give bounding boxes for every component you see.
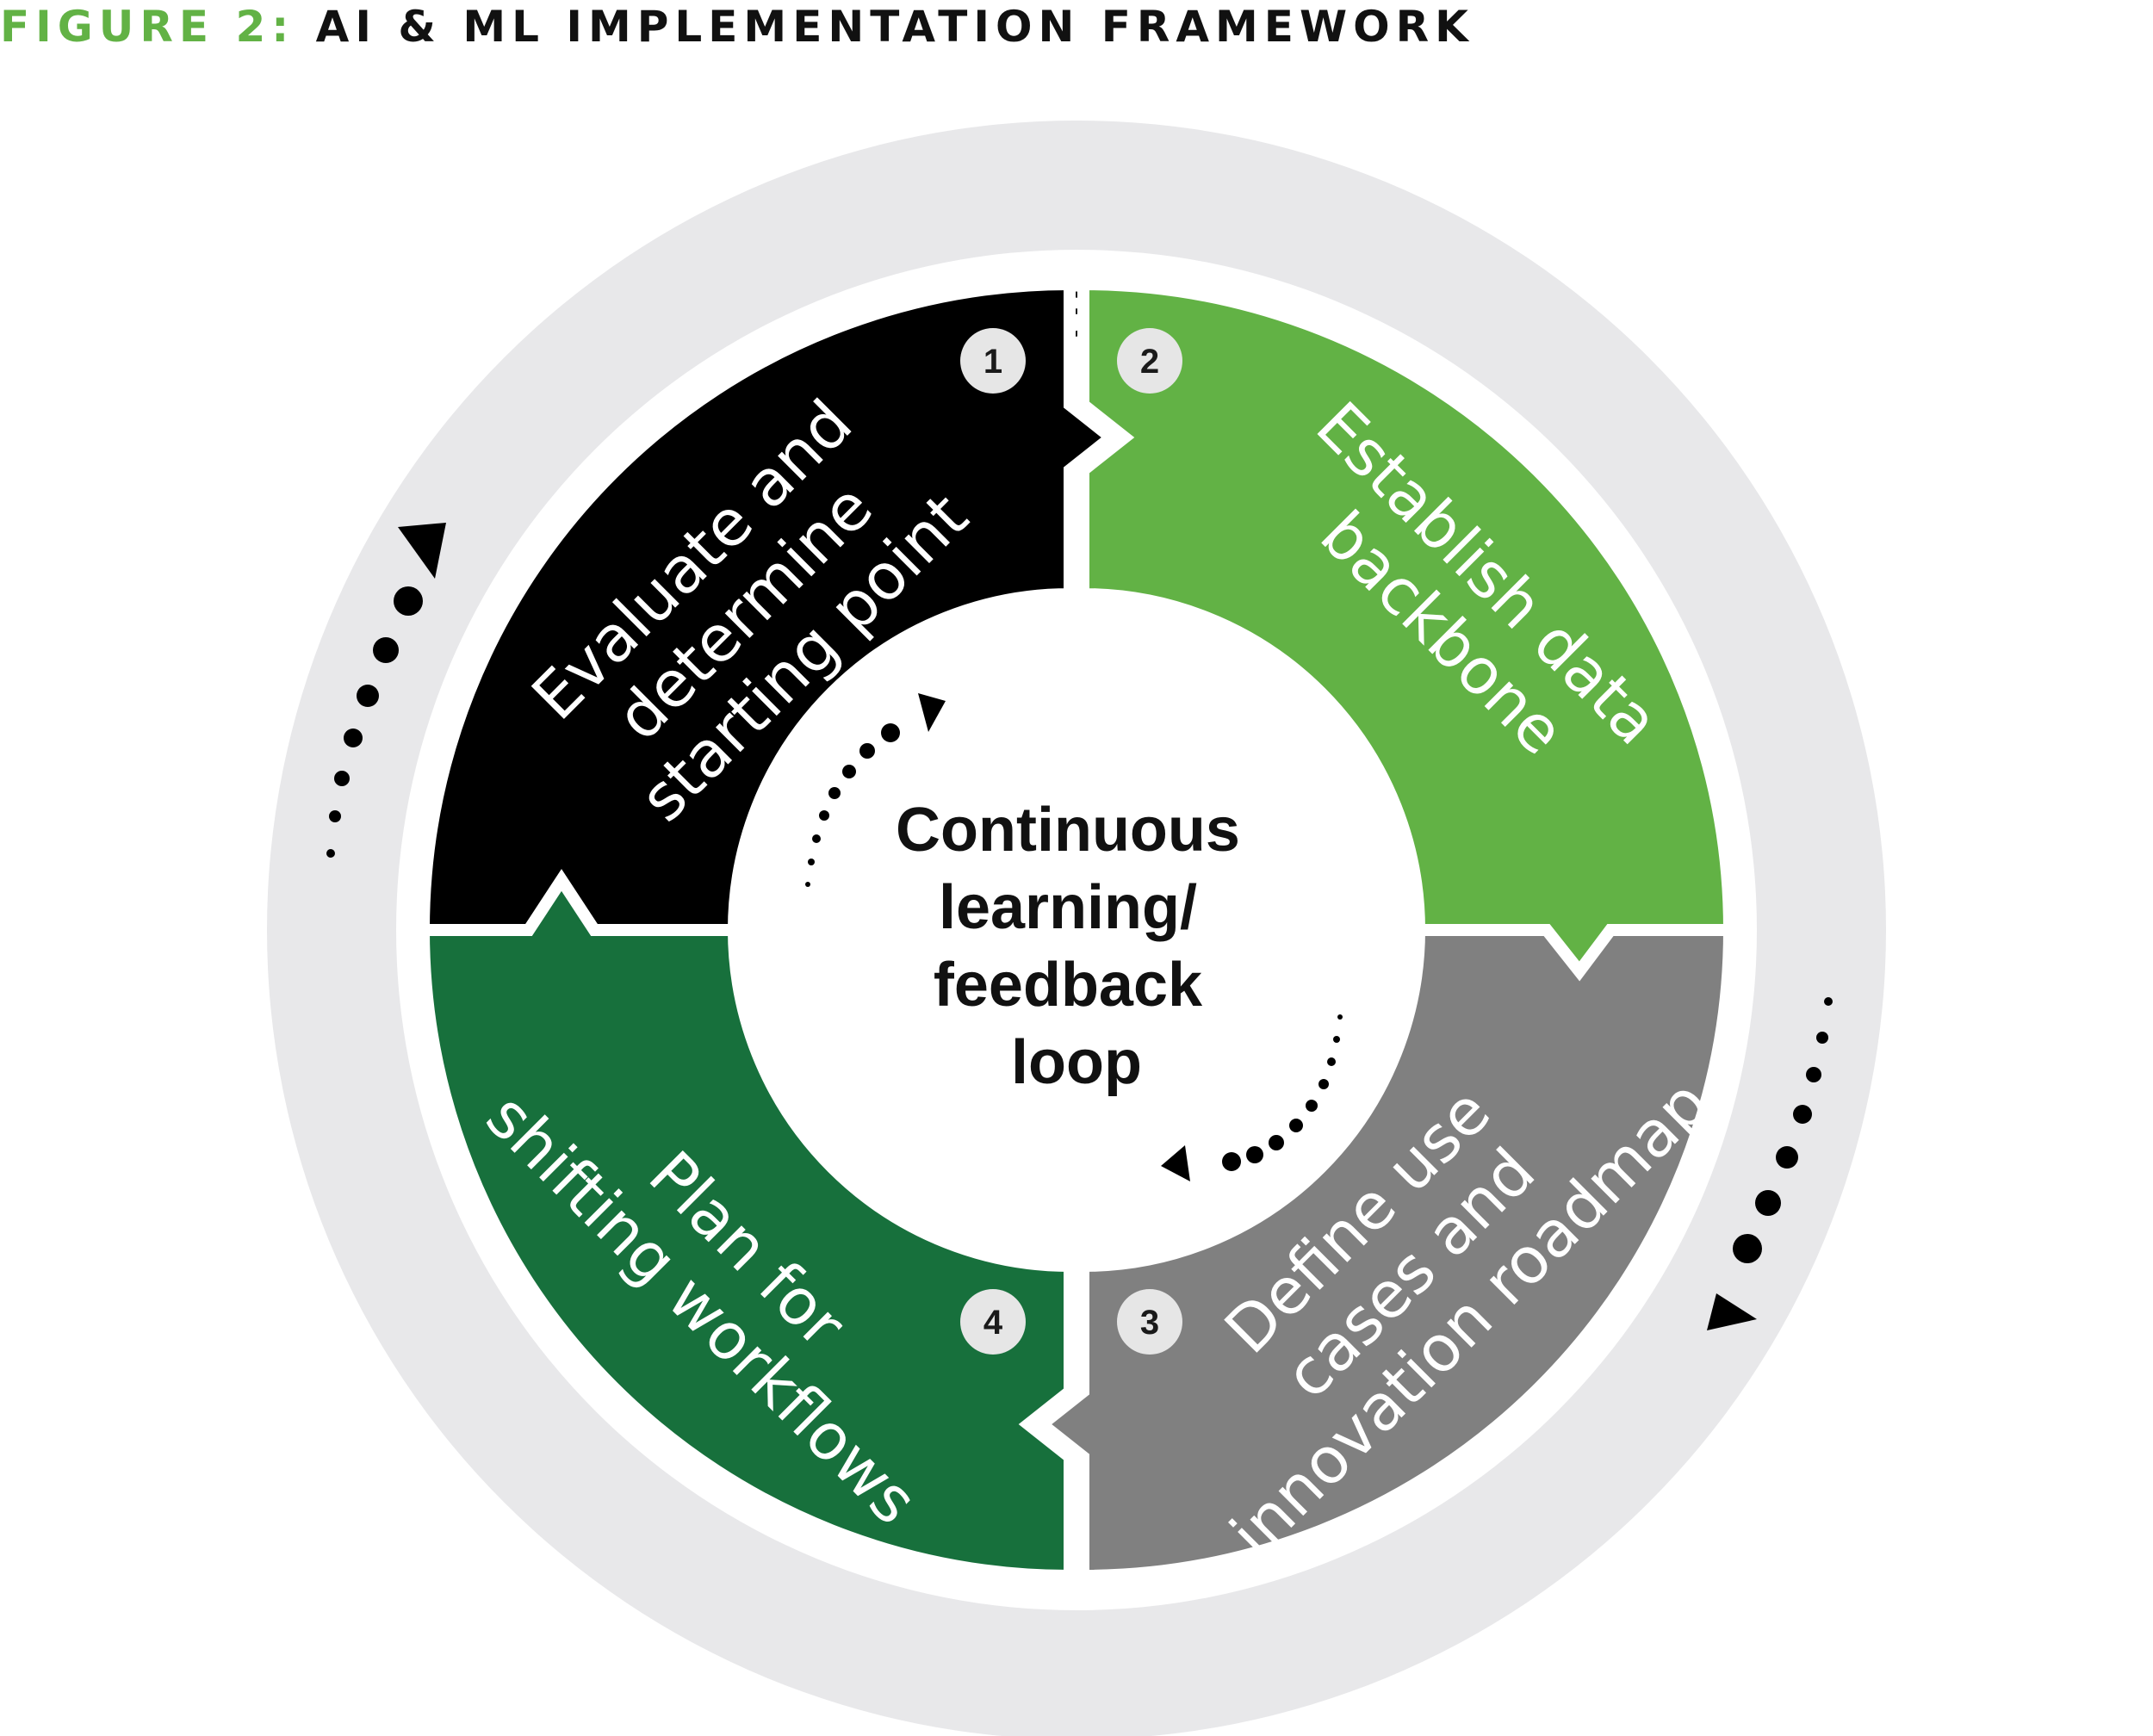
svg-text:1: 1: [983, 343, 1002, 381]
svg-text:2: 2: [1140, 343, 1159, 381]
outer-arrow-right: [1707, 997, 1833, 1330]
step-2-badge: 2: [1117, 328, 1182, 394]
step-4-segment: [417, 869, 1076, 1583]
figure-label: FIGURE 2:: [0, 2, 295, 52]
step-1-badge: 1: [960, 328, 1026, 394]
figure-title: FIGURE 2: AI & ML IMPLEMENTATION FRAMEWO…: [0, 2, 1474, 52]
center-disc: [746, 599, 1407, 1261]
inner-arrow-upper-left: [805, 693, 946, 887]
svg-text:4: 4: [983, 1304, 1003, 1342]
inner-arrow-lower-right: [1161, 1014, 1343, 1181]
figure-title-text: AI & ML IMPLEMENTATION FRAMEWORK: [315, 2, 1474, 52]
outer-arrow-left: [326, 523, 446, 858]
step-3-badge: 3: [1117, 1289, 1182, 1355]
svg-text:3: 3: [1140, 1304, 1159, 1342]
step-2-segment: [1077, 277, 1736, 982]
step-4-badge: 4: [960, 1289, 1026, 1355]
step-3-segment: [1032, 924, 1736, 1583]
center-label: Continuous learning/ feedback loop: [896, 796, 1257, 1097]
step-1-segment: [417, 277, 1121, 936]
